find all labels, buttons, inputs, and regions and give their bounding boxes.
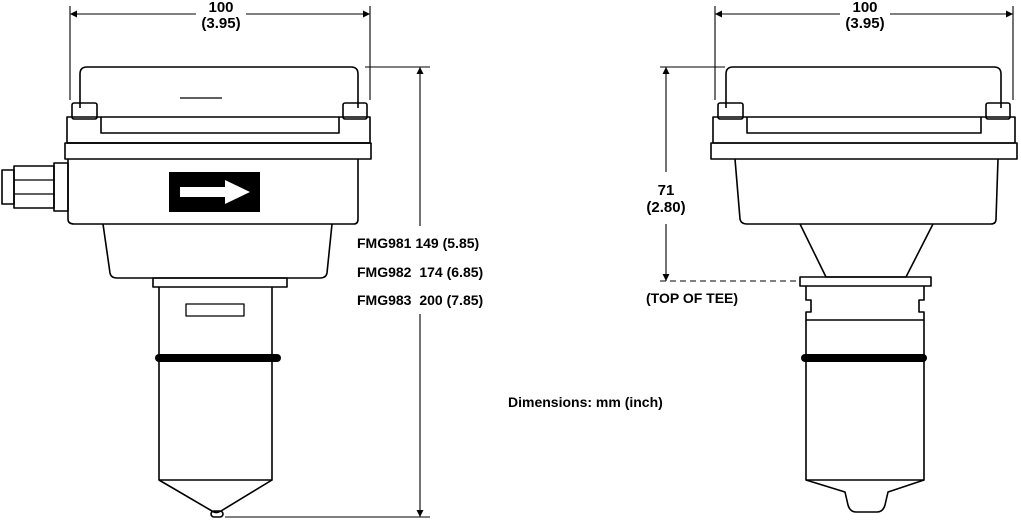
right-width-inch: (3.95) [835,16,895,31]
right-cover-lid [725,66,1002,108]
right-height-inch: (2.80) [636,200,696,215]
model-name: FMG983 [357,292,412,308]
left-sensor-view [1,66,372,518]
right-arrow-icon [169,172,260,212]
right-flange [712,116,1016,144]
cable-gland [1,162,69,212]
left-width-inch: (3.95) [191,16,251,31]
left-screw [342,102,368,120]
left-width-dimension [69,6,371,100]
model-name: FMG982 [357,264,412,280]
units-note: Dimensions: mm (inch) [508,394,663,410]
right-tee-plate [799,276,932,287]
height-dim-fmg981: FMG981 149 (5.85) [357,236,479,250]
left-o-ring [155,354,281,362]
height-dim-fmg983: FMG983 200 (7.85) [357,293,483,307]
right-screw [717,102,744,120]
right-height-value: 71 [641,183,691,198]
left-probe-tip [158,479,273,514]
top-of-tee-label: (TOP OF TEE) [646,290,739,306]
right-height-dimension [660,66,800,282]
height-dim-fmg982: FMG982 174 (6.85) [357,265,483,279]
left-cover-lid [79,66,359,108]
model-name: FMG981 [357,235,412,251]
right-adapter [805,286,925,321]
left-screw [71,102,98,120]
right-housing [734,158,999,225]
right-sensor-view [710,66,1018,513]
right-screw [985,102,1011,120]
right-width-dimension [714,6,1014,100]
model-dimension: 149 (5.85) [415,235,480,251]
model-dimension: 174 (6.85) [419,264,484,280]
right-probe-body [805,320,925,481]
right-probe-tip [805,479,925,513]
model-dimension: 200 (7.85) [419,292,484,308]
left-lower-housing [102,223,333,279]
right-neck [799,223,934,278]
right-width-value: 100 [840,0,890,15]
left-flange [66,116,371,144]
left-height-dimension [225,66,430,518]
left-collar [152,277,288,288]
left-width-value: 100 [196,0,246,15]
left-probe-body [158,287,273,481]
left-housing [67,159,359,225]
right-o-ring [801,354,927,362]
